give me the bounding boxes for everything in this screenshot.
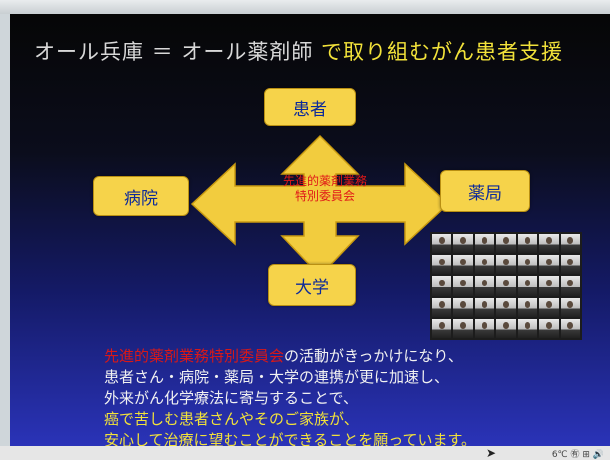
node-university-label: 大学 [295,277,329,298]
committee-label-line-2: 特別委員会 [294,189,355,203]
taskbar: ➤ 6℃ ㊒ ⊞ 🔊 [0,446,610,460]
node-university: 大学 [268,264,356,306]
participant-tile [474,297,495,317]
node-pharmacy: 薬局 [440,170,530,212]
body-line-1-rest: の活動がきっかけになり、 [284,347,463,365]
node-patient: 患者 [264,88,356,126]
monitor-bezel [0,0,610,14]
participant-tile [560,318,580,338]
participant-tile [474,255,495,275]
node-pharmacy-label: 薬局 [468,183,502,204]
participant-tile [432,276,452,296]
participant-tile [517,276,538,296]
participant-tile [560,297,580,317]
participant-tile [496,297,516,317]
node-patient-label: 患者 [293,99,327,120]
participant-tile [560,255,580,275]
participant-tile [496,255,516,275]
participant-tile [453,297,473,317]
participant-tile [432,234,452,254]
slide-body-text: 先進的薬剤業務特別委員会の活動がきっかけになり、 患者さん・病院・薬局・大学の連… [104,346,574,446]
participant-tile [539,234,559,254]
body-line-2: 患者さん・病院・薬局・大学の連携が更に加速し、 [104,368,450,386]
participant-tile [453,318,473,338]
participant-tile [539,276,559,296]
node-hospital: 病院 [93,176,189,216]
participant-tile [539,318,559,338]
title-part-2: で取り組むがん患者支援 [321,40,564,64]
participant-tile [517,255,538,275]
participant-tile [539,255,559,275]
committee-label: 先進的薬剤業務 特別委員会 [240,174,410,204]
participant-tile [432,318,452,338]
system-tray[interactable]: 6℃ ㊒ ⊞ 🔊 [551,450,604,460]
body-committee-name: 先進的薬剤業務特別委員会 [104,347,285,365]
participant-tile [432,255,452,275]
participant-tile [496,318,516,338]
arrow-cross-shape [190,134,450,278]
presentation-slide: オール兵庫 ＝ オール薬剤師 で取り組むがん患者支援 患者 病院 薬局 大学 先… [10,14,610,446]
participant-tile [474,234,495,254]
mouse-pointer-icon: ➤ [486,446,497,460]
participant-tile [496,234,516,254]
participant-tile [453,276,473,296]
participant-tile [453,234,473,254]
participant-tile [453,255,473,275]
video-conference-thumbnail [430,232,582,340]
participant-tile [560,234,580,254]
body-line-1: 先進的薬剤業務特別委員会の活動がきっかけになり、 [104,346,574,367]
slide-title: オール兵庫 ＝ オール薬剤師 で取り組むがん患者支援 [34,36,594,66]
body-line-5: 安心して治療に望むことができることを願っています。 [104,431,477,446]
participant-tile [560,276,580,296]
node-hospital-label: 病院 [124,188,158,209]
participant-tile [539,297,559,317]
participant-tile [474,276,495,296]
participant-tile [432,297,452,317]
participant-tile [517,234,538,254]
participant-tile [496,276,516,296]
body-line-4: 癌で苦しむ患者さんやそのご家族が、 [104,410,359,428]
participant-tile [474,318,495,338]
participant-tile [517,318,538,338]
body-line-3: 外来がん化学療法に寄与することで、 [104,389,358,407]
committee-label-line-1: 先進的薬剤業務 [282,174,367,188]
participant-tile [517,297,538,317]
title-part-1: オール兵庫 ＝ オール薬剤師 [34,40,314,64]
